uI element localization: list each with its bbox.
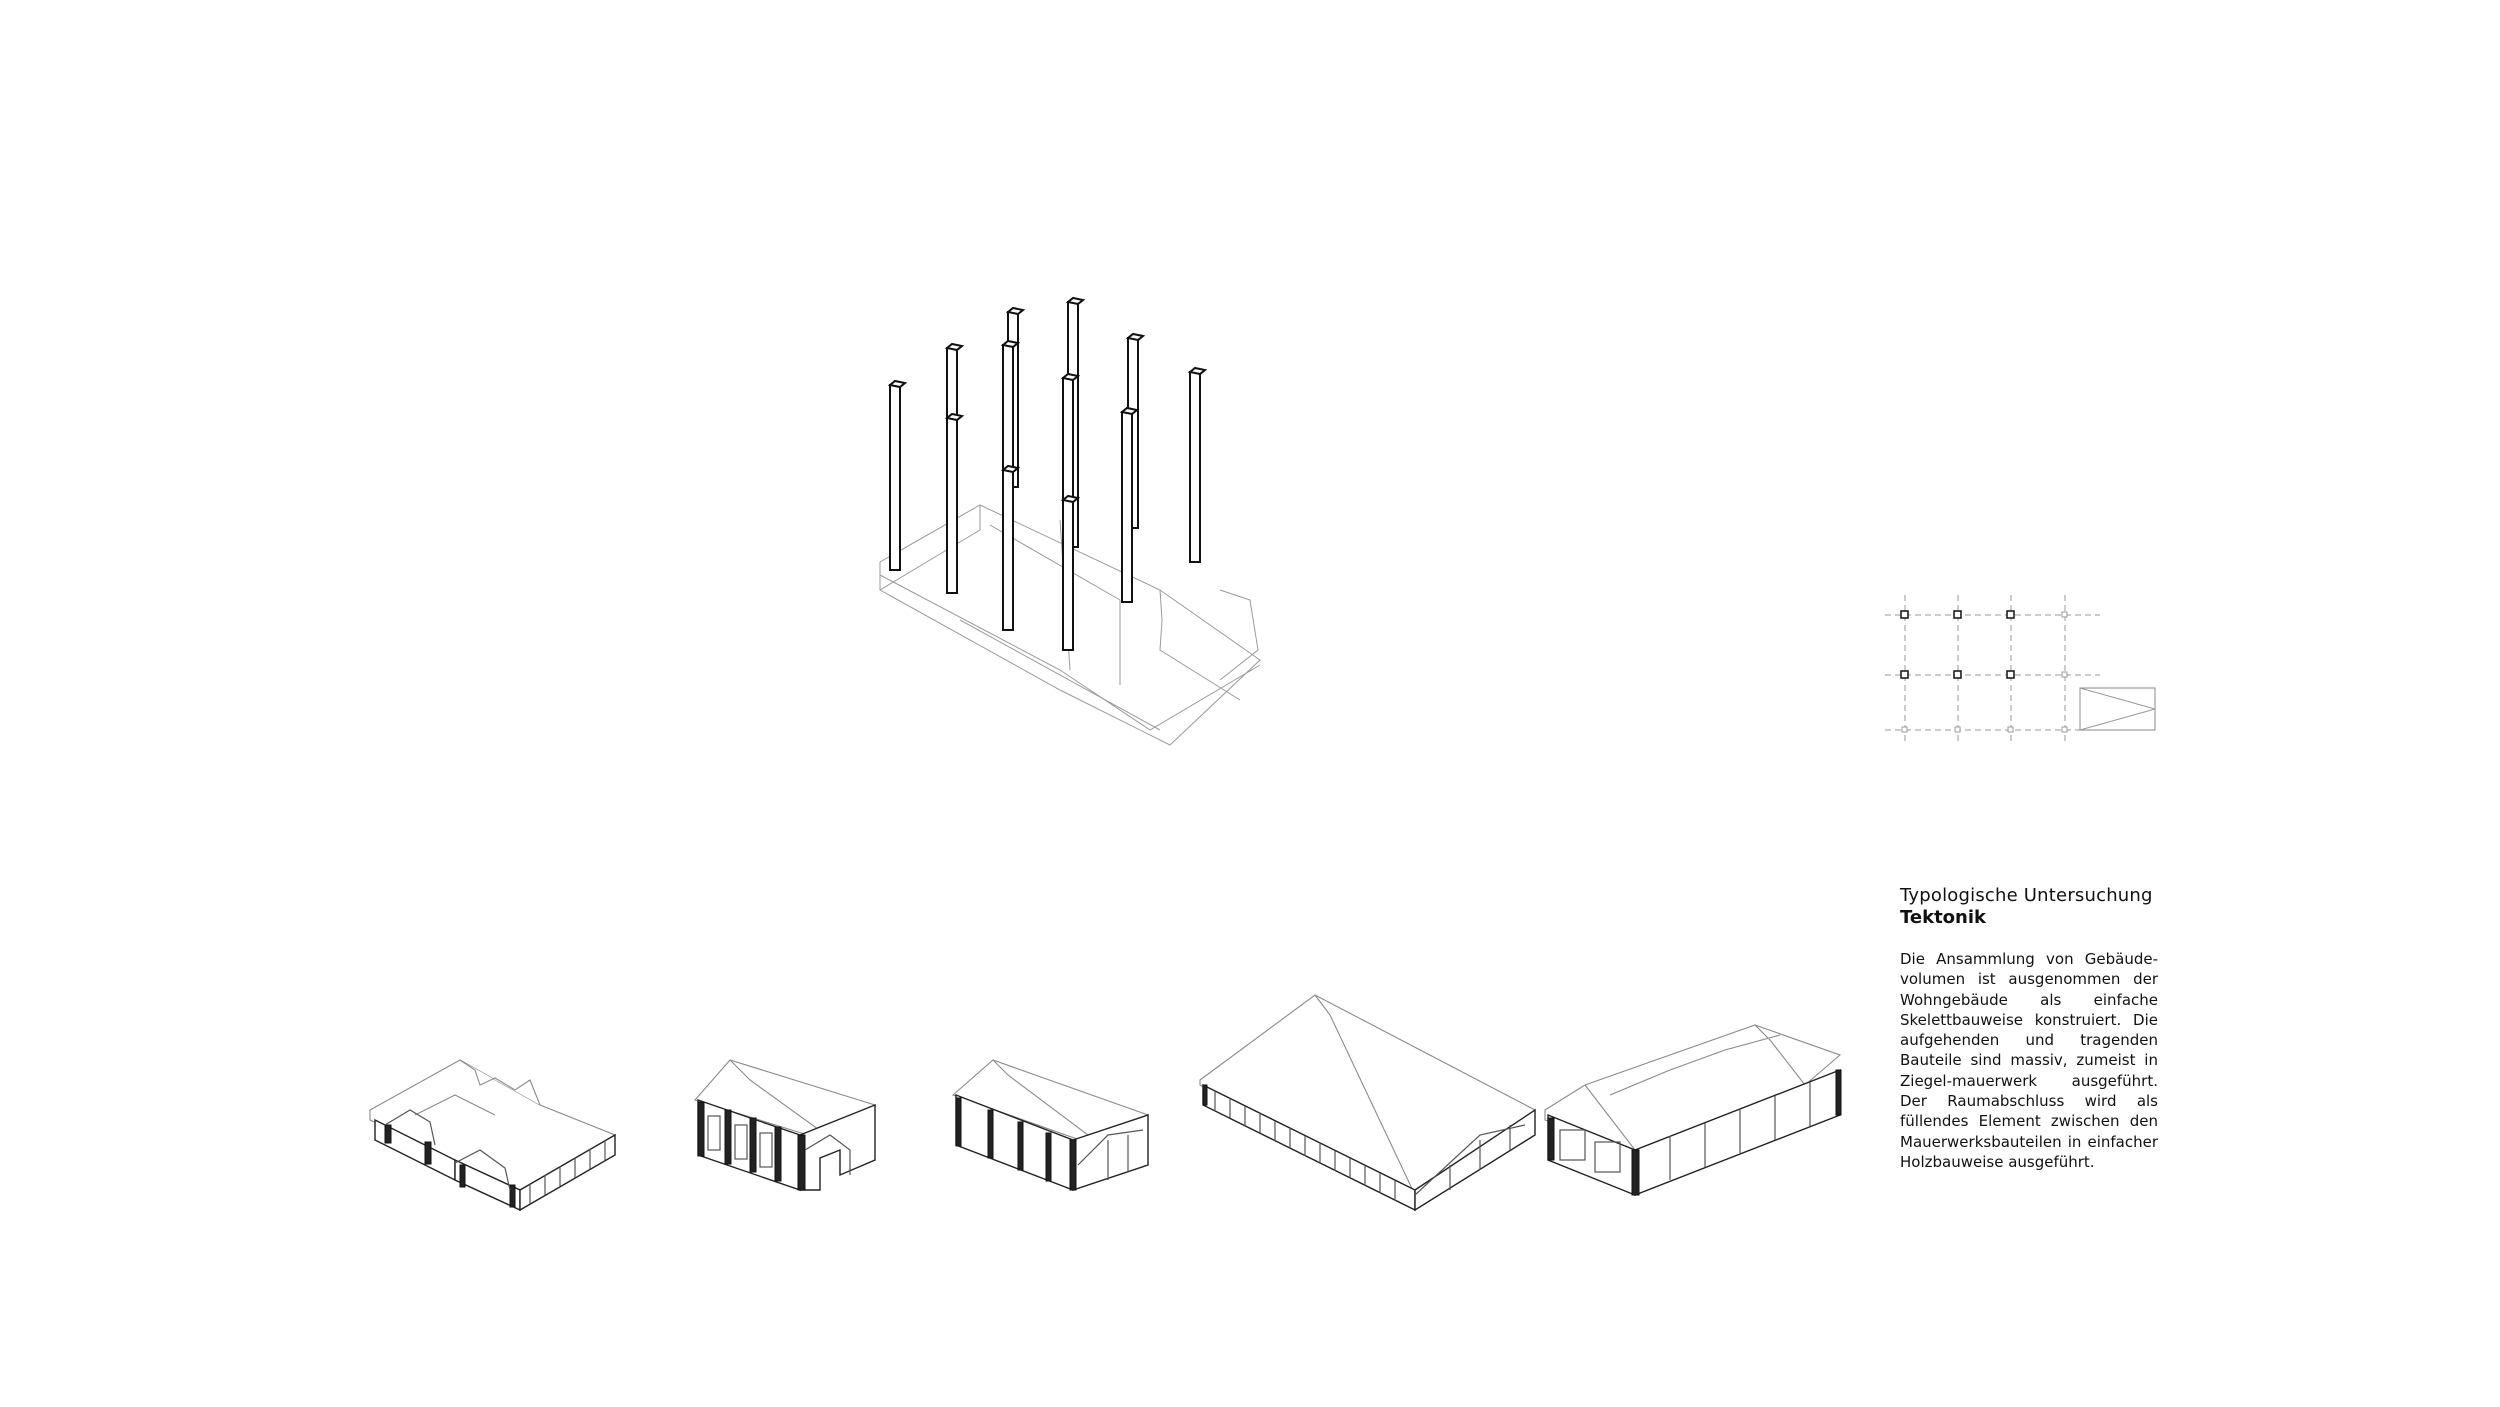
facade-elements <box>955 1097 1144 1191</box>
columns <box>887 296 1208 651</box>
facade-elements <box>1202 1084 1526 1201</box>
building-type-5-axonometric <box>1544 1024 1842 1197</box>
description-text: Die Ansammlung von Gebäude-volumen ist a… <box>1900 950 2158 1171</box>
column <box>1060 494 1081 651</box>
facade-elements <box>1547 1069 1842 1196</box>
structural-grid-plan <box>1885 595 2156 745</box>
facade-elements <box>384 1109 606 1208</box>
column <box>944 412 965 594</box>
column <box>887 379 908 571</box>
description-block: Typologische Untersuchung Tektonik Die A… <box>1900 885 2158 1172</box>
column <box>1119 406 1140 603</box>
grid-columns <box>1900 610 2068 733</box>
building-type-2-axonometric <box>694 1059 876 1191</box>
building-type-4-axonometric <box>1199 994 1537 1212</box>
column <box>1187 366 1208 563</box>
grid-lines <box>1885 595 2100 745</box>
facade-elements <box>697 1101 851 1191</box>
section-title: Tektonik <box>1900 907 1986 928</box>
annex-box <box>2079 687 2156 731</box>
column <box>1000 464 1021 631</box>
column-structure-axonometric <box>879 296 1261 746</box>
section-subtitle: Typologische Untersuchung <box>1900 885 2153 906</box>
building-type-1-axonometric <box>369 1059 617 1212</box>
building-type-3-axonometric <box>951 1059 1150 1192</box>
